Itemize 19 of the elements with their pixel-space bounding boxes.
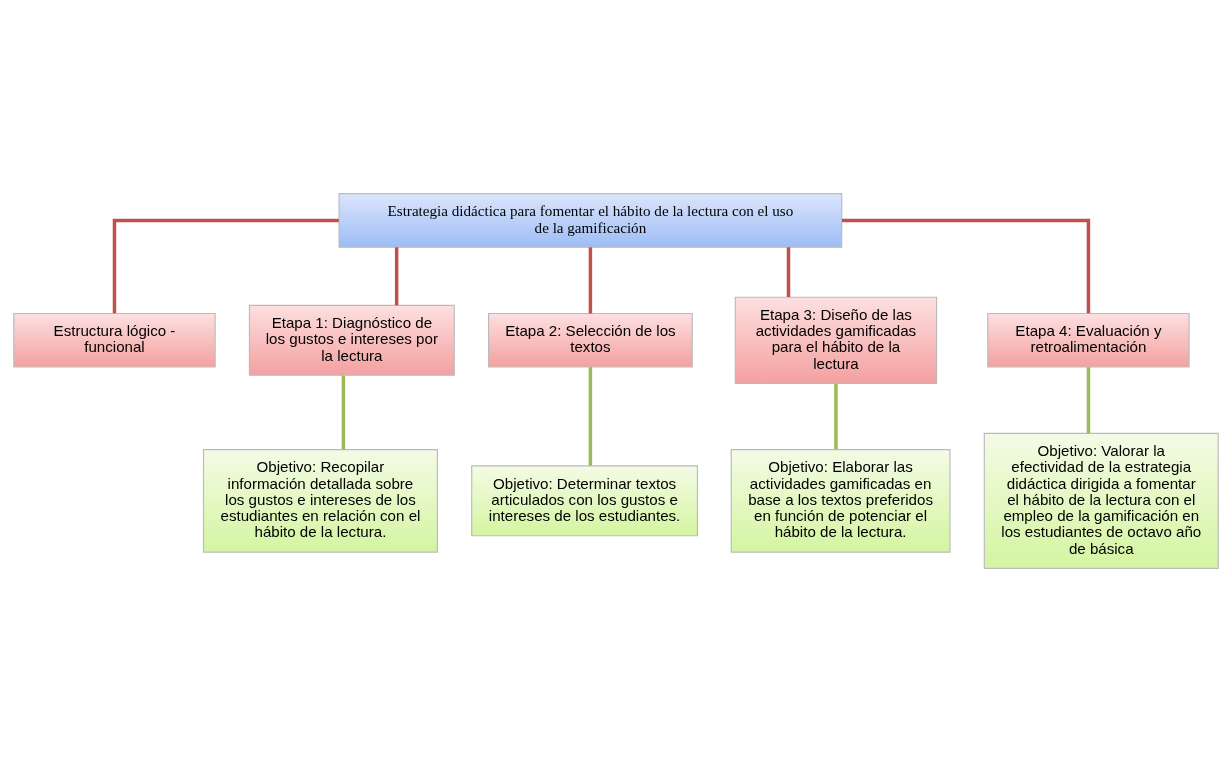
node-box: Objetivo: Determinar textos articulados con los gustos e intereses de los estudiantes. [471, 465, 699, 537]
node-box: Etapa 4: Evaluación y retroalimentación [987, 312, 1190, 368]
connector [1086, 367, 1091, 434]
connector [588, 247, 593, 314]
node-box: Objetivo: Valorar la efectividad de la estrategia didáctica dirigida a fomentar el hábito de la lectura con el empleo de la gamificación en los estudiantes de octavo año de básica [983, 432, 1219, 569]
connector [394, 247, 399, 306]
connector [588, 367, 593, 466]
node-box: Etapa 3: Diseño de las actividades gamificadas para el hábito de la lectura [734, 296, 938, 384]
node-box: Objetivo: Recopilar información detallada sobre los gustos e intereses de los estudiantes en relación con el hábito de la lectura. [202, 449, 438, 553]
node-box: Estructura lógico - funcional [13, 312, 216, 368]
connector [786, 247, 791, 297]
node-box: Etapa 1: Diagnóstico de los gustos e intereses por la lectura [248, 304, 455, 376]
connector [341, 375, 346, 450]
node-box: Etapa 2: Selección de los textos [488, 312, 693, 368]
connector [112, 218, 339, 314]
node-box: Objetivo: Elaborar las actividades gamificadas en base a los textos preferidos en función de potenciar el hábito de la lectura. [730, 449, 951, 553]
node-box: Estrategia didáctica para fomentar el hábito de la lectura con el uso de la gamificación [338, 193, 843, 248]
connector [841, 218, 1091, 314]
connector [834, 383, 838, 450]
